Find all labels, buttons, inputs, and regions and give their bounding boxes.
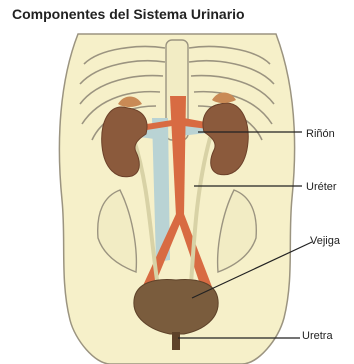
urethra xyxy=(172,332,180,350)
diagram-title: Componentes del Sistema Urinario xyxy=(12,6,245,22)
label-kidney: Riñón xyxy=(306,128,335,140)
label-bladder: Vejiga xyxy=(310,235,340,247)
label-urethra: Uretra xyxy=(302,330,333,342)
label-ureter: Uréter xyxy=(306,181,337,193)
